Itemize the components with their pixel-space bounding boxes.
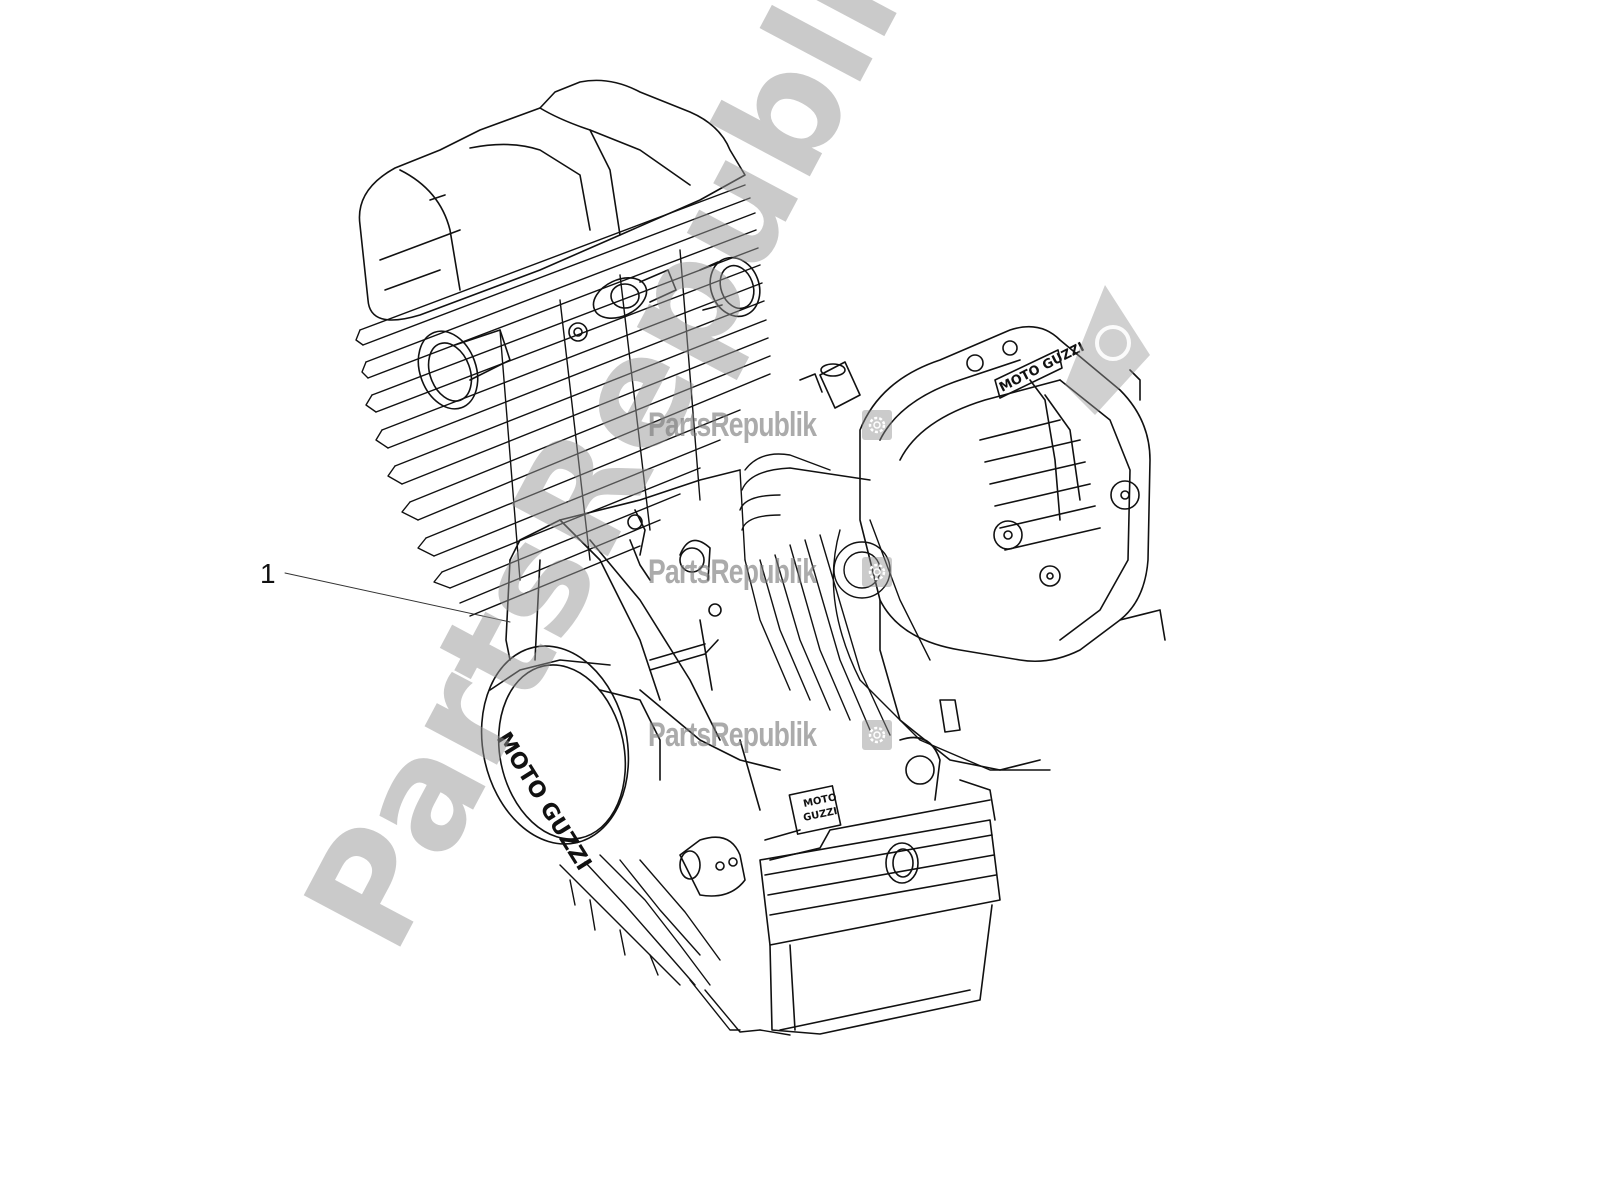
gear-icon [862,557,892,587]
callout-1-leader [284,572,511,623]
watermark-label-1: PartsRepublik [648,406,817,444]
lower-bolts [899,699,996,821]
watermark-large-gear-icon [1065,285,1150,415]
right-head-cover [859,325,1166,771]
left-intake-port [417,329,511,410]
watermark-label-2: PartsRepublik [648,553,817,591]
spark-plug-boss [568,269,677,342]
watermark-label-3: PartsRepublik [648,716,817,754]
starter-motor [679,836,746,897]
crankcase [505,469,781,811]
airbox-cover [358,79,746,321]
left-cylinder-fins [355,184,771,617]
sump-fins [559,854,791,1036]
gear-icon [862,720,892,750]
oil-sump [759,785,1001,1035]
gear-icon [862,410,892,440]
alternator-cover [480,645,661,845]
throttle-body [699,256,761,318]
right-plug-boss [799,361,861,409]
callout-number-1[interactable]: 1 [260,558,276,589]
